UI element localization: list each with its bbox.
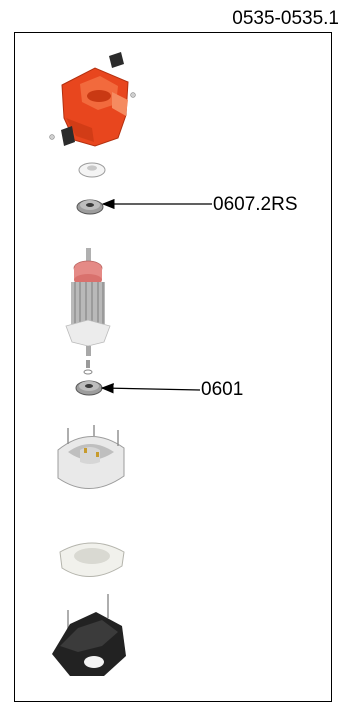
callout-leader-lower [100,383,201,394]
stator-housing [57,425,125,489]
brush-holder [61,67,129,147]
callout-label-lower: 0601 [201,379,244,400]
insulating-ring [59,542,125,577]
small-washers [49,92,136,140]
armature [65,248,111,356]
shaft-pin [83,360,93,375]
motor-base [52,594,126,676]
carbon-brushes [61,52,124,146]
bearing-upper [76,199,104,215]
bearing-lower [75,380,103,396]
callout-label-upper: 0607.2RS [213,194,298,215]
document-number: 0535-0535.1 [232,8,339,29]
spacer-washer [78,162,106,178]
